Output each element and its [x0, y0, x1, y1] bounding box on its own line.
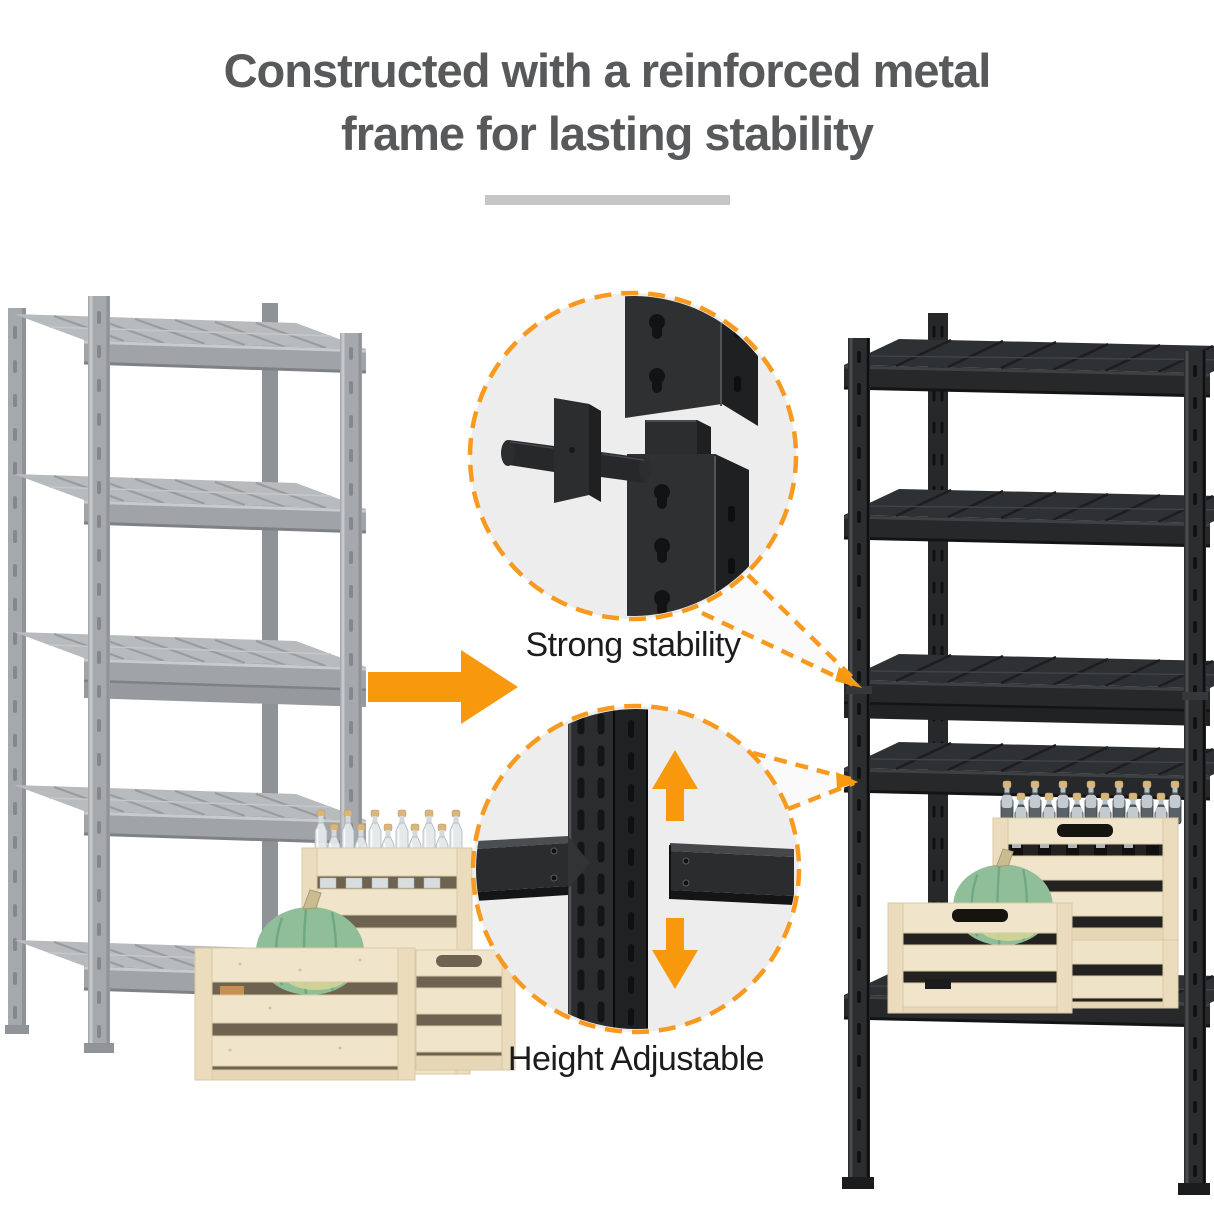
strong-stability-callout	[467, 290, 799, 622]
crate-pumpkin-front	[194, 888, 416, 1081]
gray-shelf-levels	[12, 312, 368, 1001]
headline-line2: frame for lasting stability	[341, 106, 874, 160]
left-beam	[476, 836, 590, 901]
strong-stability-label: Strong stability	[525, 626, 742, 664]
black-shelf-after-illustration	[842, 313, 1214, 1195]
connector-parts-detail	[501, 296, 758, 616]
crate-right-partial	[402, 949, 516, 1071]
gray-back-left-post	[8, 308, 26, 1028]
black-back-left-post	[928, 313, 948, 985]
down-arrow-icon	[652, 918, 698, 989]
wooden-crates-illustration	[194, 809, 516, 1081]
crate-pumpkin-right	[887, 847, 1073, 1014]
transform-arrow-icon	[368, 650, 518, 724]
black-front-left-post	[846, 338, 872, 1185]
black-front-right-post	[1182, 351, 1208, 1191]
callout-pointer-top	[701, 573, 862, 689]
height-adjustable-callout	[470, 703, 802, 1035]
black-shelf-feet	[842, 979, 1210, 1195]
gray-front-left-post	[88, 296, 110, 1046]
height-adjustable-label: Height Adjustable	[507, 1040, 765, 1078]
headline: Constructed with a reinforced metal fram…	[0, 40, 1214, 165]
black-shelf-levels	[842, 337, 1214, 1029]
right-beam	[669, 843, 794, 905]
up-arrow-icon	[652, 750, 698, 821]
title-underline	[485, 195, 730, 205]
black-shelf-crates	[887, 780, 1182, 1014]
cross-connector	[501, 398, 651, 503]
height-adjust-detail	[476, 709, 794, 1029]
headline-line1: Constructed with a reinforced metal	[223, 44, 992, 97]
